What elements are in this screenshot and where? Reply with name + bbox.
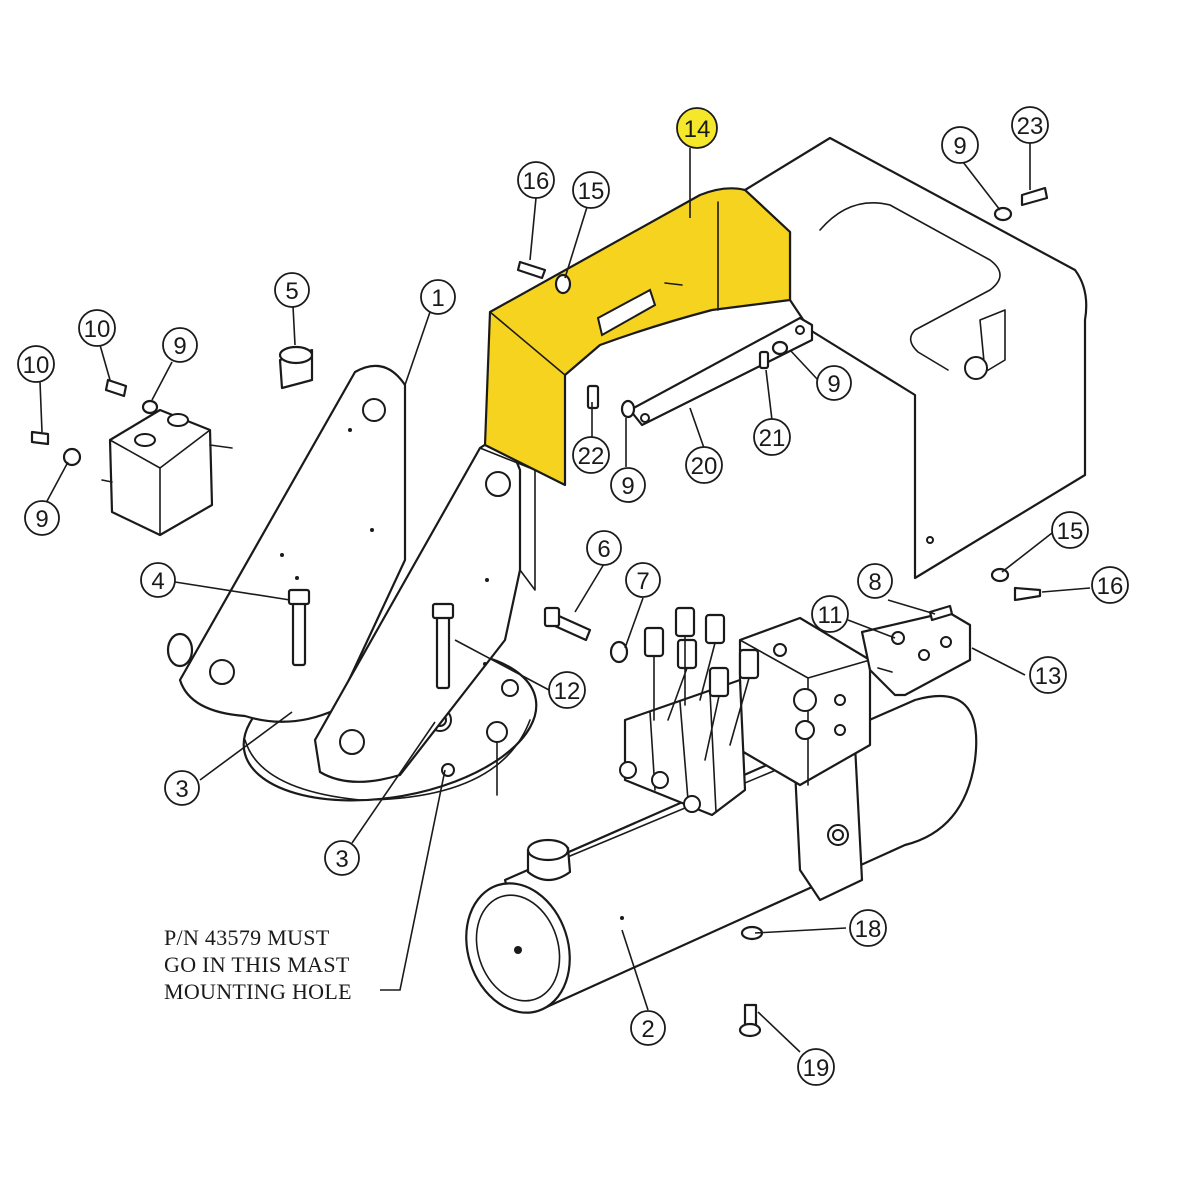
- cover-strap-bar: [628, 316, 814, 427]
- callout-15[interactable]: 15: [1051, 511, 1089, 549]
- callout-12[interactable]: 12: [548, 671, 586, 709]
- mast-base-assembly: [166, 364, 538, 802]
- callout-18[interactable]: 18: [849, 909, 887, 947]
- callout-14[interactable]: 14: [676, 107, 718, 149]
- svg-text:9: 9: [827, 371, 840, 398]
- svg-text:11: 11: [818, 602, 843, 629]
- callout-16[interactable]: 16: [1091, 566, 1129, 604]
- callout-1[interactable]: 1: [420, 279, 456, 315]
- svg-text:4: 4: [151, 568, 164, 595]
- svg-text:20: 20: [691, 453, 718, 480]
- svg-text:8: 8: [868, 569, 881, 596]
- svg-text:1: 1: [431, 285, 444, 312]
- callout-10[interactable]: 10: [17, 345, 55, 383]
- svg-text:21: 21: [759, 425, 786, 452]
- svg-text:15: 15: [578, 178, 605, 205]
- svg-text:22: 22: [578, 443, 605, 470]
- svg-text:14: 14: [684, 116, 711, 143]
- svg-text:9: 9: [953, 133, 966, 160]
- callout-13[interactable]: 13: [1029, 656, 1067, 694]
- callout-9[interactable]: 9: [816, 365, 852, 401]
- svg-text:13: 13: [1035, 663, 1062, 690]
- svg-text:23: 23: [1017, 113, 1044, 140]
- svg-text:10: 10: [84, 316, 111, 343]
- callout-19[interactable]: 19: [797, 1048, 835, 1086]
- svg-text:5: 5: [285, 278, 298, 305]
- callout-7[interactable]: 7: [625, 562, 661, 598]
- callout-8[interactable]: 8: [857, 563, 893, 599]
- callout-10[interactable]: 10: [78, 309, 116, 347]
- callout-2[interactable]: 2: [630, 1010, 666, 1046]
- svg-text:10: 10: [23, 352, 50, 379]
- svg-text:2: 2: [641, 1016, 654, 1043]
- svg-text:6: 6: [597, 536, 610, 563]
- callout-11[interactable]: 11: [811, 595, 849, 633]
- callout-4[interactable]: 4: [140, 562, 176, 598]
- callout-20[interactable]: 20: [685, 446, 723, 484]
- svg-text:16: 16: [1097, 573, 1124, 600]
- callout-3[interactable]: 3: [164, 770, 200, 806]
- hardware-fasteners: [30, 186, 1049, 1038]
- svg-text:19: 19: [803, 1055, 830, 1082]
- svg-text:12: 12: [554, 678, 581, 705]
- callout-3[interactable]: 3: [324, 840, 360, 876]
- svg-text:9: 9: [35, 506, 48, 533]
- callout-6[interactable]: 6: [586, 530, 622, 566]
- svg-text:9: 9: [173, 333, 186, 360]
- svg-text:15: 15: [1057, 518, 1084, 545]
- svg-text:18: 18: [855, 916, 882, 943]
- svg-text:7: 7: [636, 568, 649, 595]
- pump-cover: [743, 136, 1088, 580]
- callout-16[interactable]: 16: [517, 161, 555, 199]
- callout-9[interactable]: 9: [610, 467, 646, 503]
- callout-21[interactable]: 21: [753, 418, 791, 456]
- svg-text:3: 3: [335, 846, 348, 873]
- callout-5[interactable]: 5: [274, 272, 310, 308]
- callout-23[interactable]: 23: [1011, 106, 1049, 144]
- note-line-3: MOUNTING HOLE: [164, 979, 352, 1004]
- svg-text:3: 3: [175, 776, 188, 803]
- note-line-1: P/N 43579 MUST: [164, 925, 330, 950]
- mounting-hole-note: P/N 43579 MUST GO IN THIS MAST MOUNTING …: [164, 925, 352, 1004]
- callout-9[interactable]: 9: [24, 500, 60, 536]
- callout-9[interactable]: 9: [162, 327, 198, 363]
- leader-lines: [39, 143, 1091, 1053]
- part-14-highlighted-shroud: [483, 187, 792, 487]
- note-line-2: GO IN THIS MAST: [164, 952, 350, 977]
- callout-22[interactable]: 22: [572, 436, 610, 474]
- svg-text:9: 9: [621, 473, 634, 500]
- svg-text:16: 16: [523, 168, 550, 195]
- callout-15[interactable]: 15: [572, 171, 610, 209]
- callout-9[interactable]: 9: [941, 126, 979, 164]
- valve-manifold-block: [619, 606, 872, 817]
